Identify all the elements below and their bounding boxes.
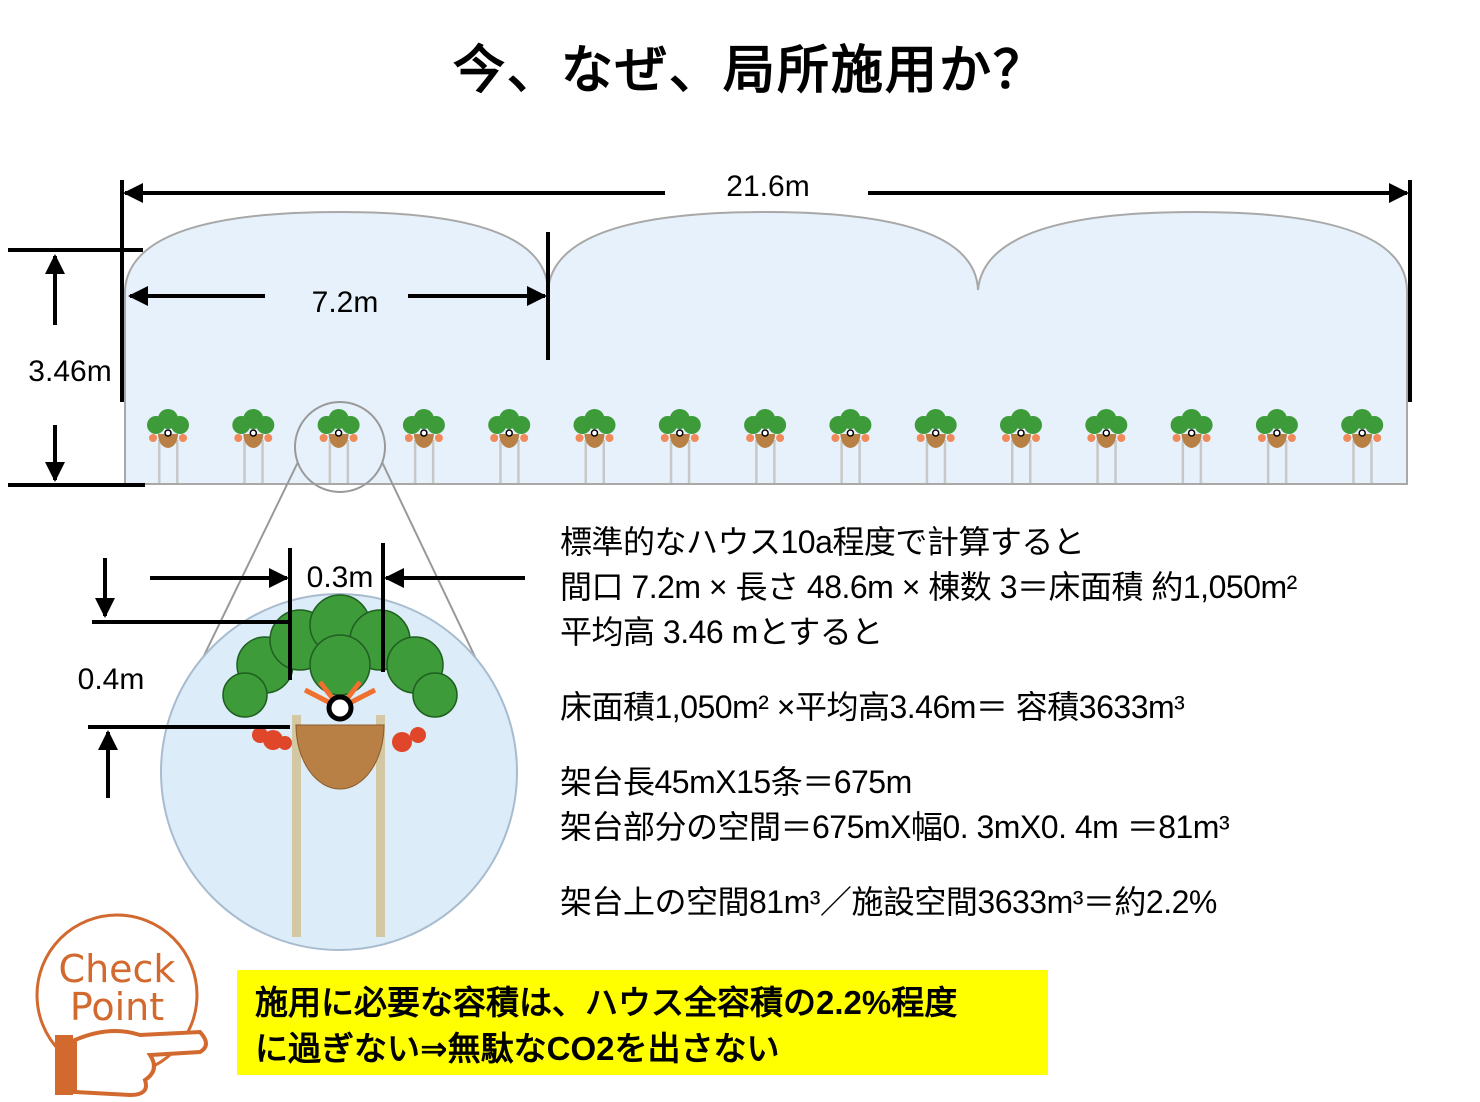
strawberry-plant (1170, 409, 1213, 483)
strawberry-benches (147, 409, 1384, 483)
strawberry-plant (488, 409, 531, 483)
calc-line: 床面積1,050m² ×平均高3.46m＝ 容積3633m³ (560, 689, 1185, 725)
strawberry-plant (914, 409, 957, 483)
dimension-lines (8, 180, 1412, 798)
checkpoint-note: 施用に必要な容積は、ハウス全容積の2.2%程度 に過ぎない⇒無駄なCO2を出さな… (237, 970, 1048, 1075)
height-label: 3.46m (28, 355, 112, 388)
svg-text:Check: Check (59, 947, 176, 991)
calc-line: 標準的なハウス10a程度で計算すると (560, 524, 1085, 560)
note-line: 施用に必要な容積は、ハウス全容積の2.2%程度 (255, 984, 958, 1021)
calc-line: 架台長45mX15条＝675m (560, 764, 912, 800)
calc-line: 架台部分の空間＝675mX幅0. 3mX0. 4m ＝81m³ (560, 809, 1230, 845)
strawberry-plant (1255, 409, 1298, 483)
bench-height-label: 0.4m (77, 663, 145, 696)
svg-text:Point: Point (70, 985, 164, 1029)
calc-line: 平均高 3.46 mとすると (560, 614, 883, 650)
note-line: に過ぎない⇒無駄なCO2を出さない (255, 1030, 780, 1067)
strawberry-plant (1085, 409, 1128, 483)
strawberry-plant (658, 409, 701, 483)
strawberry-plant (147, 409, 189, 483)
page-title: 今、なぜ、局所施用か？ (452, 42, 1047, 100)
strawberry-plant (744, 409, 787, 483)
strawberry-plant (402, 409, 445, 483)
strawberry-plant (573, 409, 616, 483)
strawberry-plant (1341, 409, 1384, 483)
strawberry-plant (232, 409, 275, 483)
strawberry-plant (317, 409, 360, 483)
greenhouse-outline (124, 210, 1408, 485)
bench-width-label: 0.3m (306, 561, 374, 594)
strawberry-plant (829, 409, 872, 483)
magnified-plant (222, 594, 458, 937)
strawberry-plant (1000, 409, 1042, 483)
total-width-label: 21.6m (726, 170, 810, 203)
span-width-label: 7.2m (311, 286, 379, 319)
calc-line: 架台上の空間81m³／施設空間3633m³＝約2.2% (560, 884, 1217, 920)
calc-line: 間口 7.2m × 長さ 48.6m × 棟数 3＝床面積 約1,050m² (560, 569, 1297, 605)
magnify-source-circle (294, 401, 386, 493)
check-point-logo: Check Point (35, 913, 208, 1098)
